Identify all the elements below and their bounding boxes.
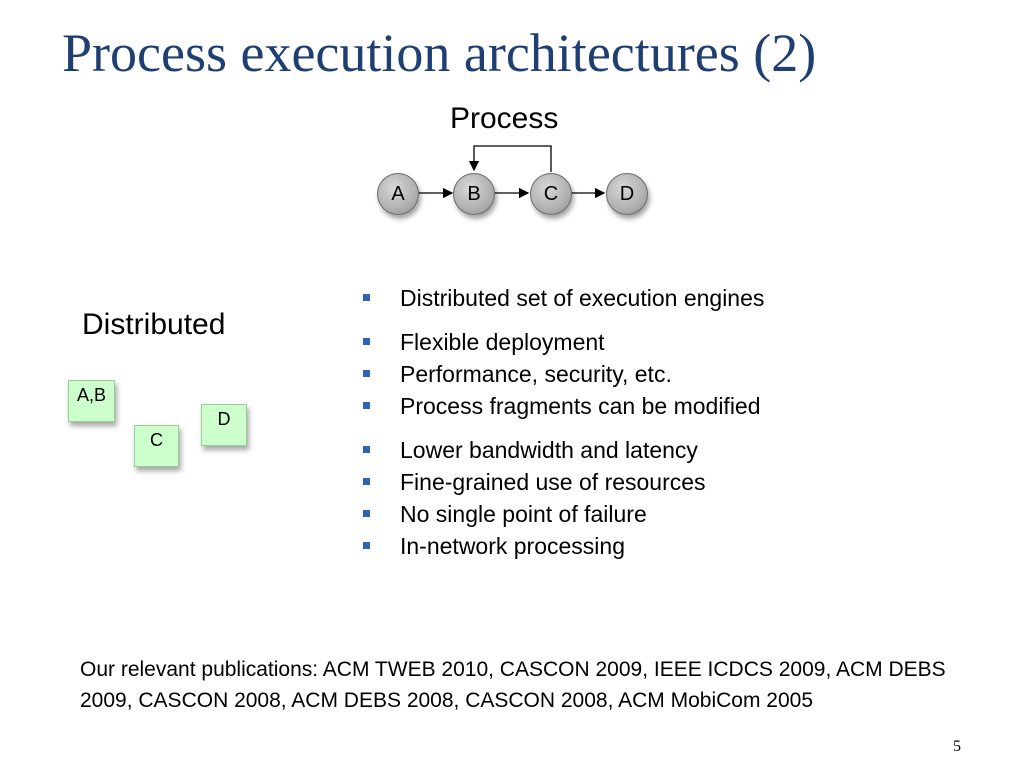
publications-text: Our relevant publications: ACM TWEB 2010… (80, 658, 946, 712)
square-bullet-icon (363, 478, 370, 485)
square-bullet-icon (363, 402, 370, 409)
square-bullet-icon (363, 510, 370, 517)
bullet-item: No single point of failure (362, 498, 922, 530)
bullet-text: Fine-grained use of resources (400, 469, 706, 495)
engine-box-d: D (201, 404, 247, 446)
bullet-item: Performance, security, etc. (362, 358, 922, 390)
bullet-text: Flexible deployment (400, 329, 605, 355)
bullet-list: Distributed set of execution engines Fle… (362, 282, 922, 562)
bullet-item: Process fragments can be modified (362, 390, 922, 422)
square-bullet-icon (363, 446, 370, 453)
bullet-text: No single point of failure (400, 501, 647, 527)
engine-box-c: C (134, 425, 179, 467)
bullet-item: Lower bandwidth and latency (362, 434, 922, 466)
process-label: Process (450, 102, 559, 135)
square-bullet-icon (363, 294, 370, 301)
square-bullet-icon (363, 370, 370, 377)
bullet-item: Distributed set of execution engines (362, 282, 922, 314)
process-flow-diagram: A B C D (360, 140, 660, 230)
process-node-b: B (453, 173, 495, 215)
square-bullet-icon (363, 542, 370, 549)
bullet-item: Flexible deployment (362, 326, 922, 358)
process-node-d: D (606, 173, 648, 215)
process-node-c: C (530, 173, 572, 215)
process-node-a: A (377, 173, 419, 215)
bullet-item: Fine-grained use of resources (362, 466, 922, 498)
slide-title: Process execution architectures (2) (62, 23, 817, 83)
square-bullet-icon (363, 338, 370, 345)
engine-box-ab: A,B (68, 380, 115, 422)
bullet-text: Process fragments can be modified (400, 393, 761, 419)
bullet-item: In-network processing (362, 530, 922, 562)
bullet-text: Lower bandwidth and latency (400, 437, 698, 463)
process-flow-edges (418, 145, 606, 199)
bullet-text: Distributed set of execution engines (400, 285, 765, 311)
bullet-text: Performance, security, etc. (400, 361, 672, 387)
bullet-text: In-network processing (400, 533, 625, 559)
distributed-label: Distributed (82, 308, 226, 341)
edge-c-b-loop (468, 145, 552, 172)
page-number: 5 (953, 738, 961, 755)
